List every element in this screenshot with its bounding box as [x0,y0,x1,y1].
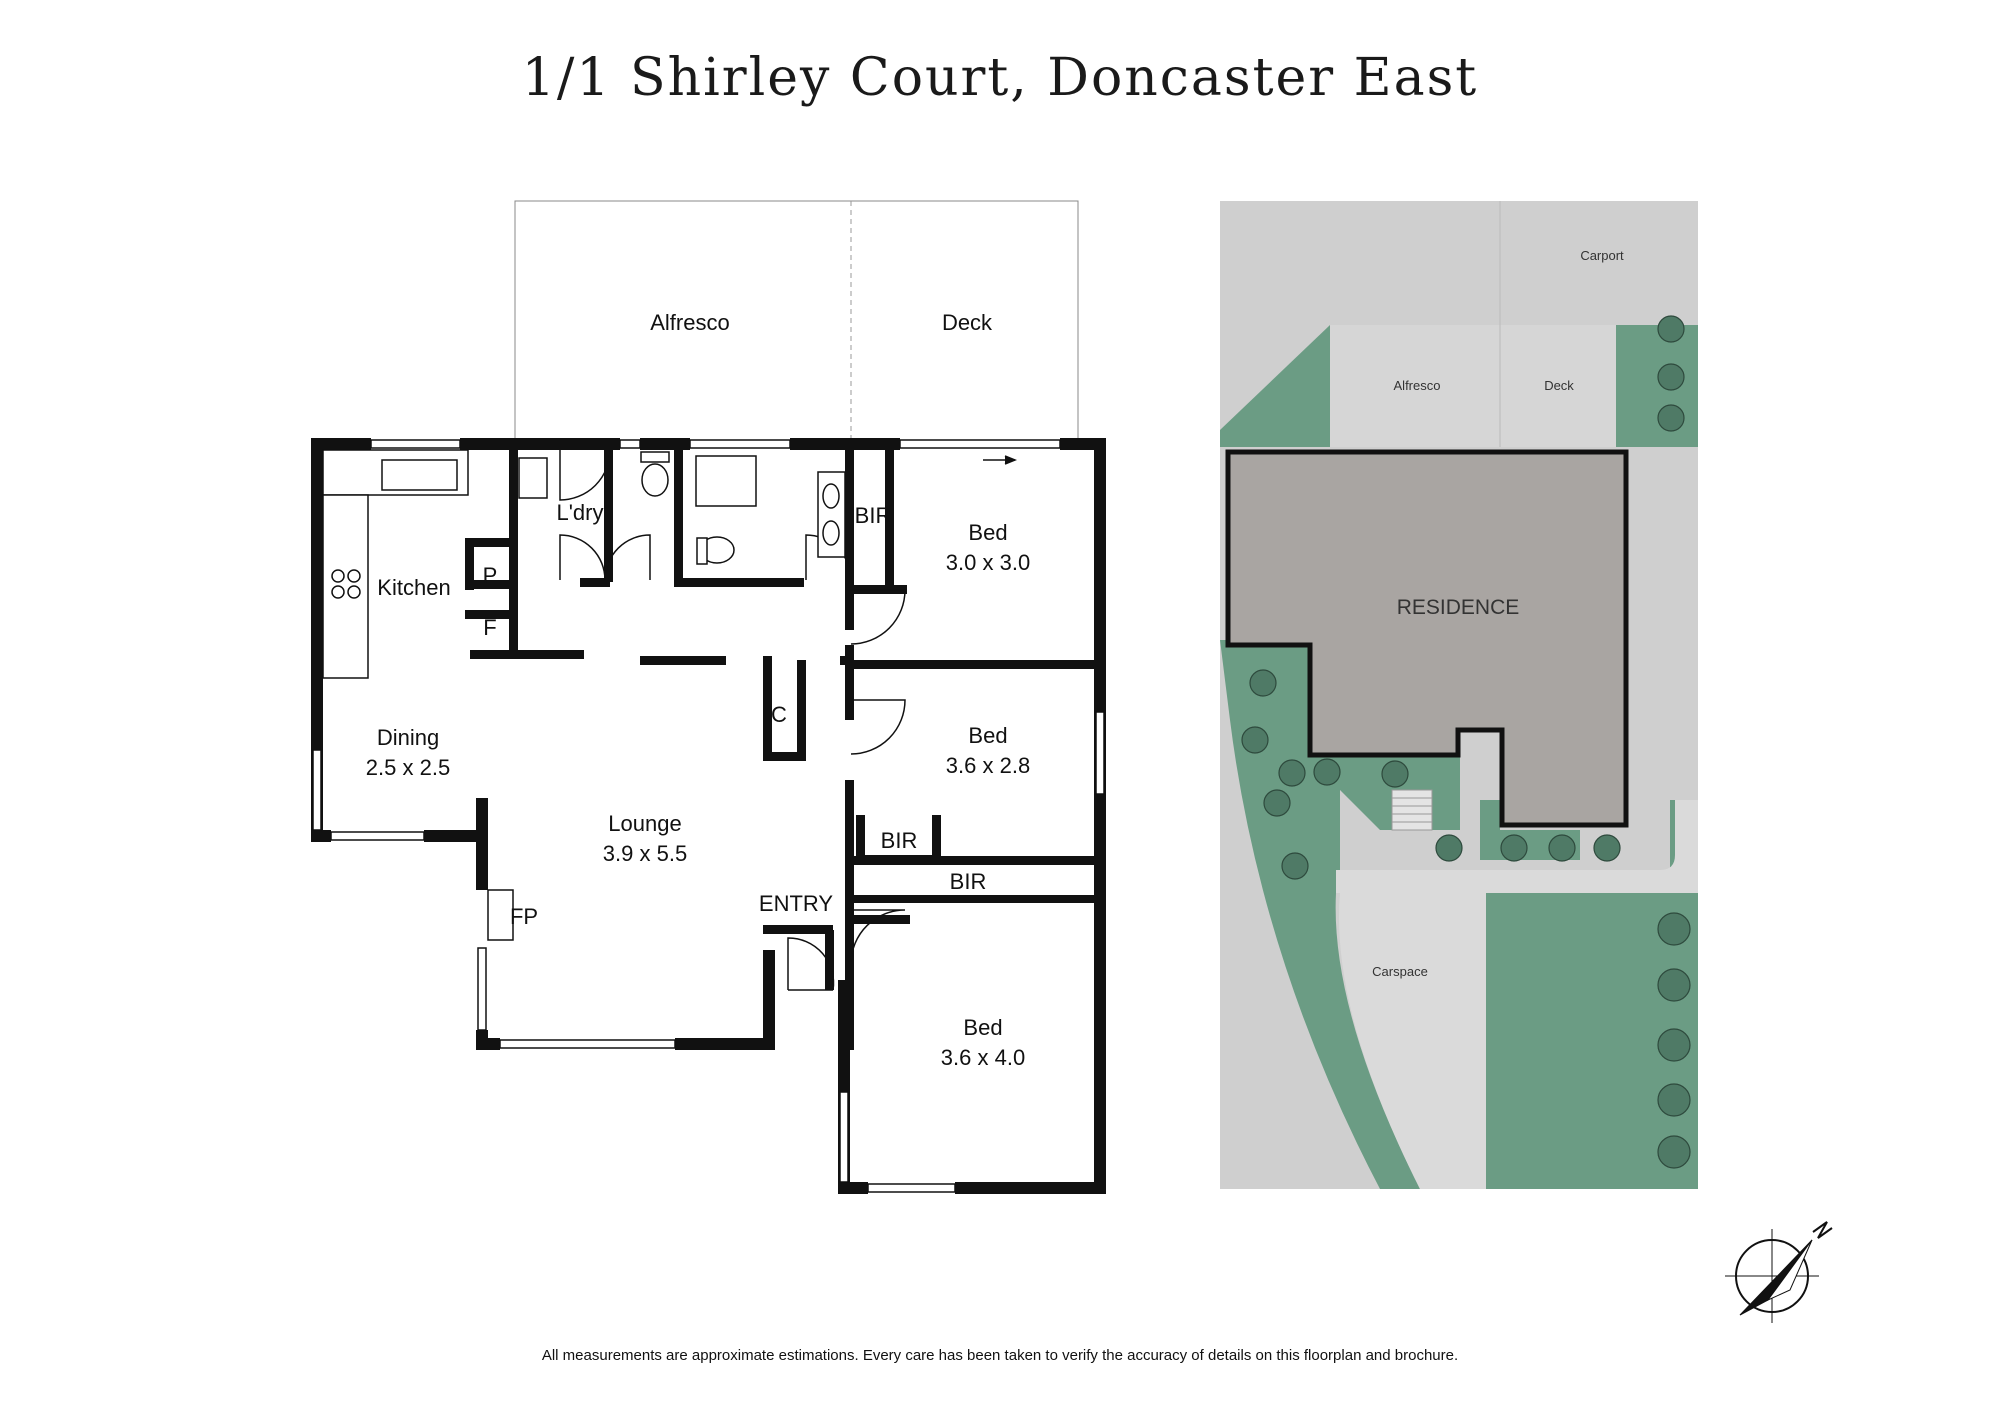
bed1-size: 3.0 x 3.0 [946,550,1030,575]
bir-label-1: BIR [855,503,892,528]
bed2-size: 3.6 x 2.8 [946,753,1030,778]
laundry-tub [518,457,548,499]
fireplace-label: FP [510,904,538,929]
kitchen-label: Kitchen [377,575,450,600]
carport-label: Carport [1580,248,1624,263]
alfresco-label: Alfresco [650,310,729,335]
alfresco-deck-area [514,200,1079,442]
shower-icon [695,455,757,507]
bed3-label: Bed [963,1015,1002,1040]
dining-label: Dining [377,725,439,750]
residence-footprint [1225,449,1629,828]
floorplan-labels: Alfresco Deck L'dry Kitchen P F BIR Bed … [366,310,1030,1070]
site-alfresco-deck [1330,325,1616,447]
fixtures [322,449,846,941]
bed3-size: 3.6 x 4.0 [941,1045,1025,1070]
site-deck-label: Deck [1544,378,1574,393]
disclaimer: All measurements are approximate estimat… [542,1347,1458,1364]
cooktop-icon [331,569,345,583]
pantry-label: P [483,563,498,588]
toilet-icon [641,463,669,497]
interior-walls [465,446,1100,1050]
entry-steps [1391,789,1433,831]
door-swings [559,449,1018,991]
bed1-label: Bed [968,520,1007,545]
driveway-path [1336,800,1698,893]
bir-label-3: BIR [950,869,987,894]
windows [312,439,1105,1193]
closet-label: C [771,702,787,727]
dining-size: 2.5 x 2.5 [366,755,450,780]
bed2-label: Bed [968,723,1007,748]
site-alfresco-label: Alfresco [1394,378,1441,393]
laundry-label: L'dry [557,500,604,525]
north-arrow-icon [1725,1221,1833,1323]
carspace-area [1339,893,1486,1189]
shrub-icons [1241,315,1691,1169]
kitchen-sink [381,459,458,491]
bir-label-2: BIR [881,828,918,853]
garden-top-left [1220,325,1330,447]
fireplace-hearth [487,889,514,941]
lounge-size: 3.9 x 5.5 [603,841,687,866]
residence-label: RESIDENCE [1397,596,1520,619]
floor-plan: Alfresco Deck L'dry Kitchen P F BIR Bed … [311,200,1106,1194]
carspace-label: Carspace [1372,964,1428,979]
page-title: 1/1 Shirley Court, Doncaster East [522,48,1478,108]
garden-top-right [1616,325,1698,447]
site-plan: Carport Alfresco Deck RESIDENCE Carspace [1220,201,1698,1189]
lounge-label: Lounge [608,811,681,836]
deck-label: Deck [942,310,993,335]
fridge-label: F [483,615,496,640]
kitchen-bench-side [322,494,369,679]
entry-label: ENTRY [759,891,833,916]
